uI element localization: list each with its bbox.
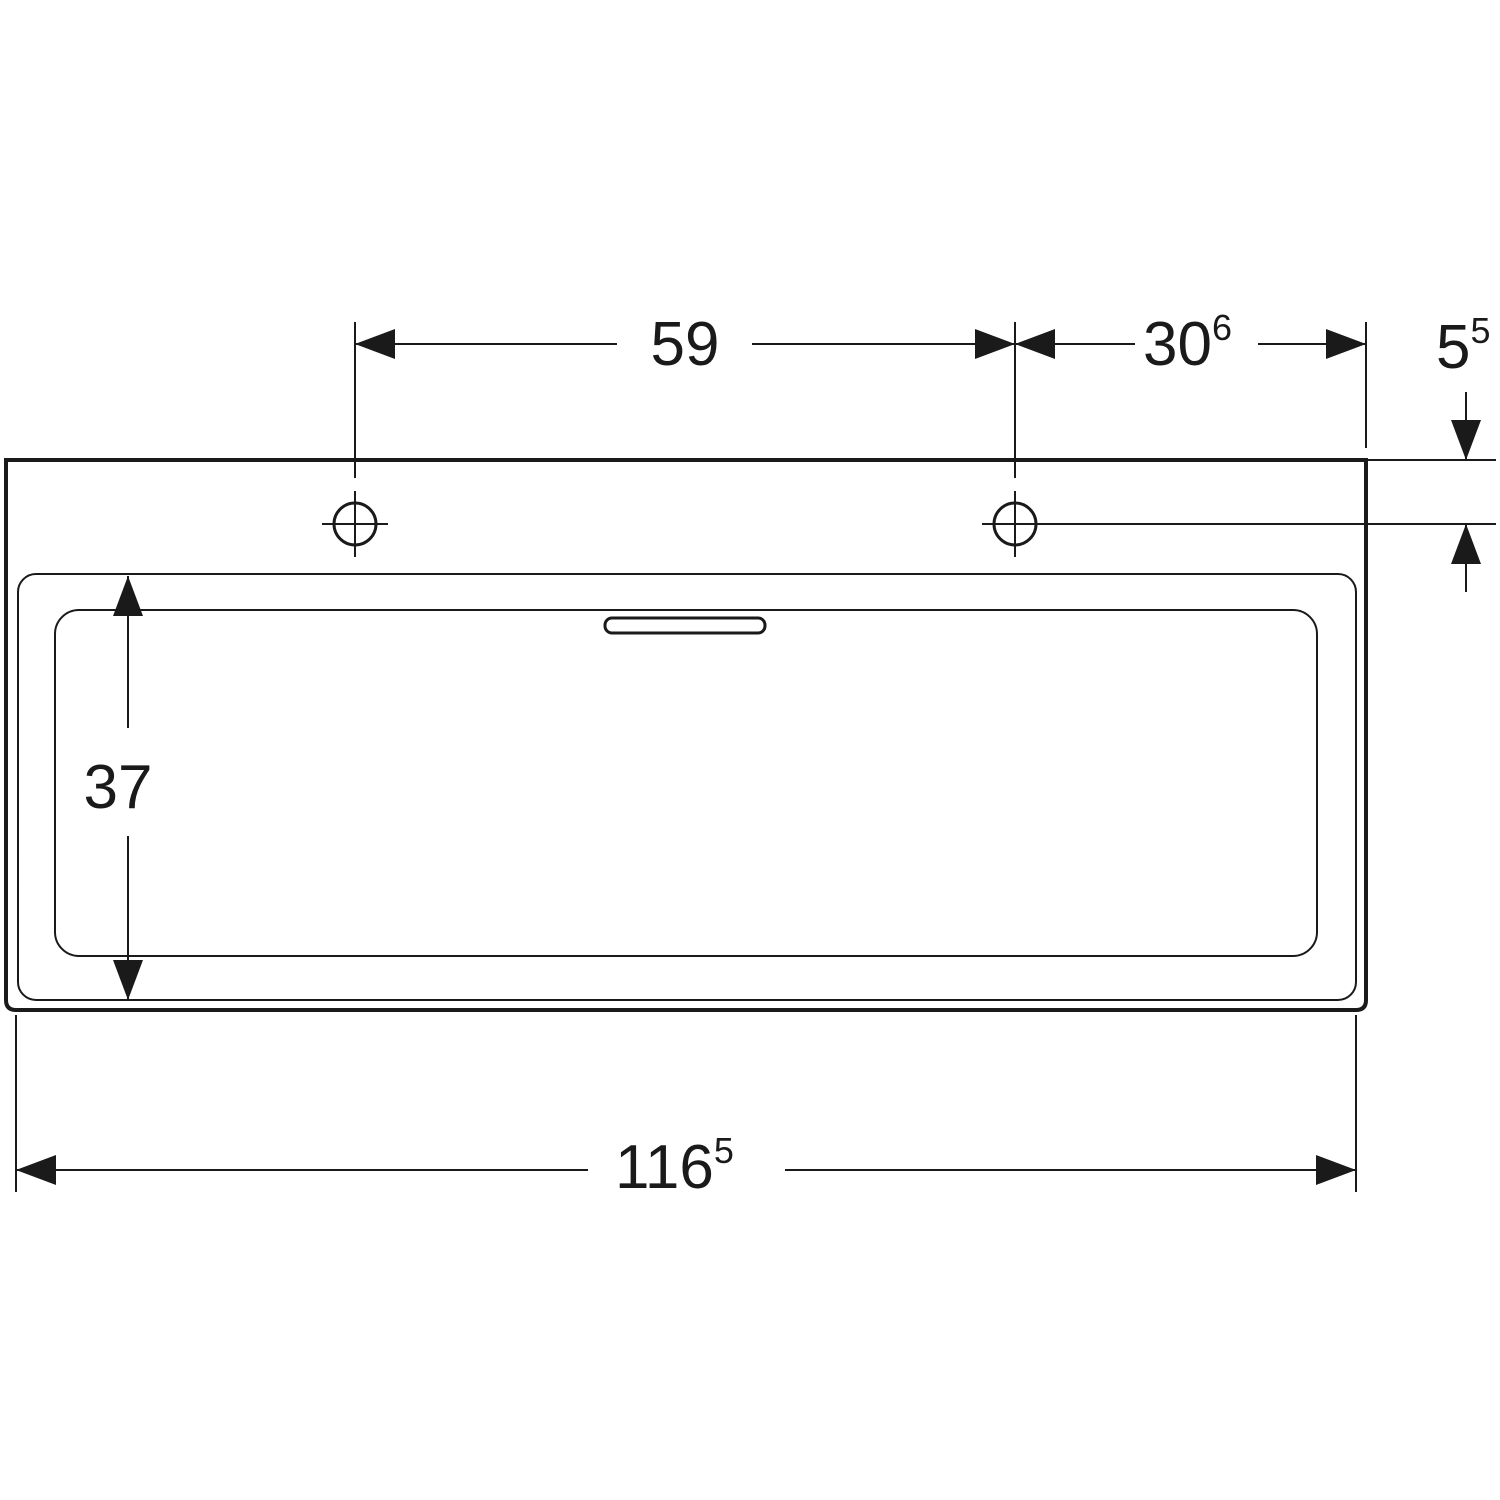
- dim-label-sup: 5: [1470, 310, 1490, 351]
- dim-label-main: 37: [84, 753, 153, 822]
- svg-text:37: 37: [84, 753, 153, 822]
- dimension-faucet-to-right-edge: 306: [1015, 307, 1366, 379]
- basin-outline: [4, 458, 1368, 1012]
- extension-lines: [15, 322, 1496, 1192]
- svg-text:306: 306: [1143, 307, 1232, 379]
- svg-text:55: 55: [1436, 310, 1491, 382]
- svg-text:1165: 1165: [615, 1130, 734, 1202]
- dim-label-main: 5: [1436, 313, 1470, 382]
- dimension-faucet-spacing: 59: [355, 310, 1015, 379]
- dim-label-main: 116: [615, 1133, 714, 1202]
- svg-text:59: 59: [651, 310, 720, 379]
- dim-label-sup: 6: [1212, 307, 1232, 348]
- overflow-slot: [603, 616, 767, 635]
- dimension-faucet-from-back-edge: 55: [1436, 310, 1491, 592]
- dim-label-sup: 5: [714, 1130, 734, 1171]
- faucet-hole-right: [982, 491, 1048, 557]
- dim-label-main: 59: [651, 310, 720, 379]
- basin-rim: [17, 573, 1357, 1001]
- dimension-overall-width: 1165: [16, 1130, 1356, 1202]
- dimension-bowl-depth: 37: [84, 576, 153, 1000]
- bowl-outline: [54, 609, 1318, 957]
- faucet-hole-left: [322, 491, 388, 557]
- dim-label-main: 30: [1143, 310, 1212, 379]
